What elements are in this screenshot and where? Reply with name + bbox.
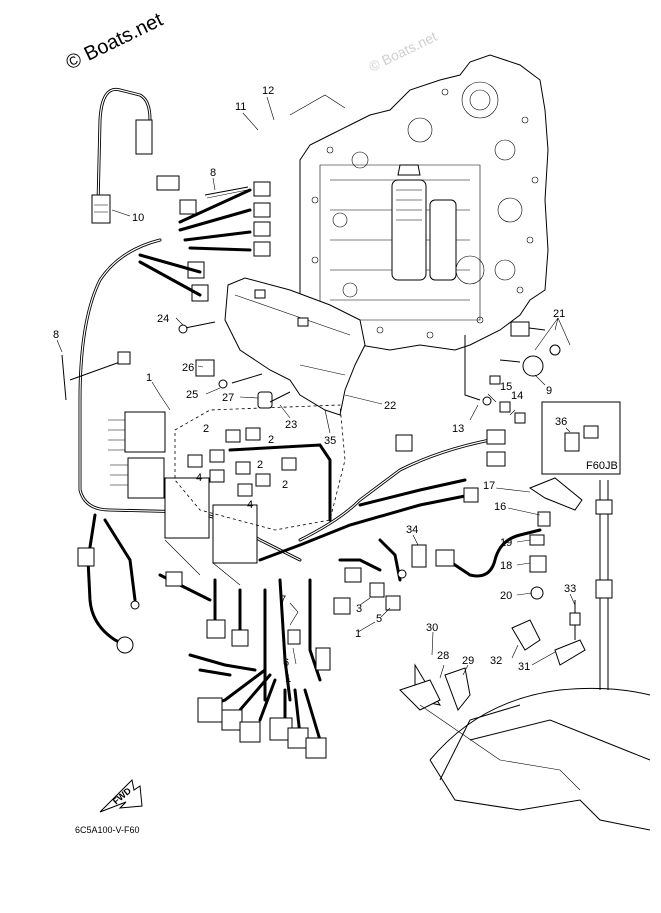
mid-connectors bbox=[338, 429, 542, 583]
callout-2-d: 2 bbox=[282, 479, 288, 491]
callout-23: 23 bbox=[285, 419, 297, 431]
callout-10: 10 bbox=[132, 212, 144, 224]
ecu-modules bbox=[108, 411, 258, 586]
callout-2-b: 2 bbox=[268, 434, 274, 446]
callout-27: 27 bbox=[222, 392, 234, 404]
callout-4-a: 4 bbox=[196, 472, 202, 484]
callout-22: 22 bbox=[384, 400, 396, 412]
callout-28: 28 bbox=[437, 650, 449, 662]
callout-6: 6 bbox=[283, 657, 289, 669]
callout-29: 29 bbox=[462, 655, 474, 667]
callout-3: 3 bbox=[356, 603, 362, 615]
callout-31: 31 bbox=[518, 661, 530, 673]
callout-35: 35 bbox=[324, 435, 336, 447]
callout-24: 24 bbox=[157, 313, 169, 325]
callout-12: 12 bbox=[262, 85, 274, 97]
small-parts-23-27 bbox=[178, 321, 291, 409]
callout-2-c: 2 bbox=[257, 459, 263, 471]
inset-box: F60JB bbox=[541, 401, 621, 475]
callout-14: 14 bbox=[511, 390, 523, 402]
callout-5: 5 bbox=[376, 613, 382, 625]
fwd-arrow: FWD bbox=[99, 778, 143, 813]
lower-casing bbox=[399, 663, 651, 831]
inset-label: F60JB bbox=[586, 460, 618, 472]
callout-15: 15 bbox=[500, 381, 512, 393]
sub-harness-10 bbox=[91, 87, 153, 224]
callout-32: 32 bbox=[490, 655, 502, 667]
callout-18: 18 bbox=[500, 560, 512, 572]
lower-harness bbox=[77, 513, 401, 759]
callout-13: 13 bbox=[452, 423, 464, 435]
callout-11: 11 bbox=[235, 101, 246, 113]
callout-9: 9 bbox=[546, 385, 552, 397]
callout-8-upper: 8 bbox=[210, 167, 216, 179]
diagram-code: 6C5A100-V-F60 bbox=[75, 825, 140, 835]
callout-25: 25 bbox=[186, 389, 198, 401]
callout-33: 33 bbox=[564, 583, 576, 595]
callouts: 12 11 8 10 8 24 1 26 25 27 23 22 35 2 2 … bbox=[53, 85, 576, 690]
copyright-watermark: © Boats.net bbox=[63, 9, 167, 75]
callout-7: 7 bbox=[280, 594, 286, 606]
callout-4-b: 4 bbox=[247, 499, 253, 511]
connector-group-upper bbox=[138, 175, 271, 302]
electrical-cover bbox=[224, 277, 366, 416]
callout-16: 16 bbox=[494, 501, 506, 513]
main-wire-harness bbox=[61, 238, 492, 562]
engine-block bbox=[289, 54, 549, 351]
callout-20: 20 bbox=[500, 590, 512, 602]
callout-30: 30 bbox=[426, 622, 438, 634]
callout-26: 26 bbox=[182, 362, 194, 374]
callout-1-lower: 1 bbox=[285, 673, 291, 685]
right-sensors bbox=[464, 321, 613, 690]
callout-17: 17 bbox=[483, 480, 495, 492]
faint-watermark: © Boats.net bbox=[366, 28, 439, 75]
callout-1-mid: 1 bbox=[355, 628, 361, 640]
callout-2-a: 2 bbox=[203, 423, 209, 435]
callout-19: 19 bbox=[500, 537, 512, 549]
callout-21: 21 bbox=[553, 308, 565, 320]
callout-36: 36 bbox=[555, 416, 567, 428]
callout-34: 34 bbox=[406, 524, 418, 536]
callout-8-left: 8 bbox=[53, 329, 59, 341]
relay-area bbox=[174, 404, 346, 531]
callout-1-upper: 1 bbox=[146, 372, 152, 384]
